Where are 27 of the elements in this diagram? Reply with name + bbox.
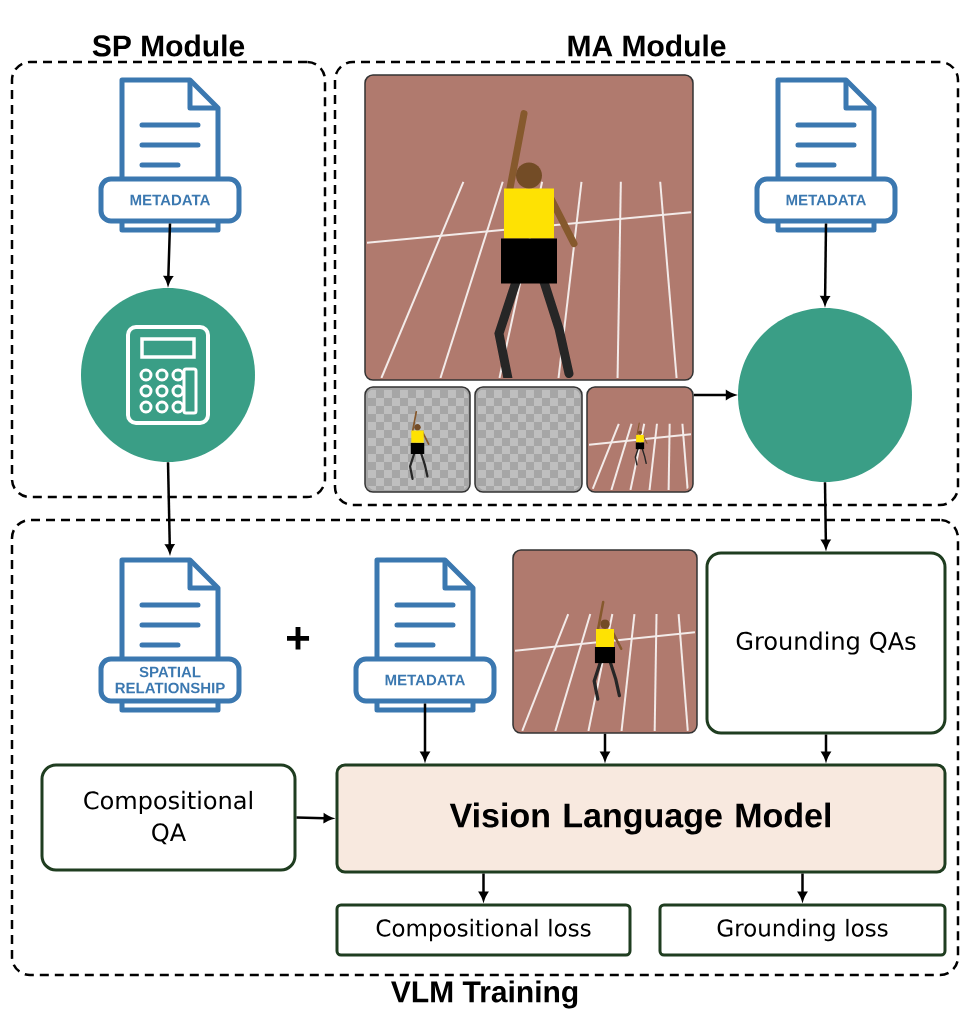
plus-sign: + [287,627,310,650]
photo [364,74,694,381]
text-box: Compositional QA [40,763,297,872]
arrow [420,703,430,761]
photo [586,386,694,493]
arrow [821,734,831,761]
photo [474,386,583,493]
arrow [296,813,333,823]
circle [81,288,255,462]
arrow [821,482,831,549]
node-label: SP Module [92,34,245,57]
loss-box: Compositional loss [335,903,632,957]
arrow [163,223,173,285]
node-label: VLM Training [391,980,578,1009]
circle [738,308,912,482]
loss-box: Grounding loss [658,903,947,957]
model-box: Vision Language Model [335,763,947,874]
arrow [693,390,735,400]
arrow [820,223,830,305]
node-label: MA Module [568,34,726,57]
arrow [165,462,175,554]
arrow [600,733,610,761]
photo [512,549,698,734]
arrow [798,873,807,901]
photo [364,386,471,493]
text-box: Grounding QAs [705,551,947,735]
arrow [479,873,488,901]
